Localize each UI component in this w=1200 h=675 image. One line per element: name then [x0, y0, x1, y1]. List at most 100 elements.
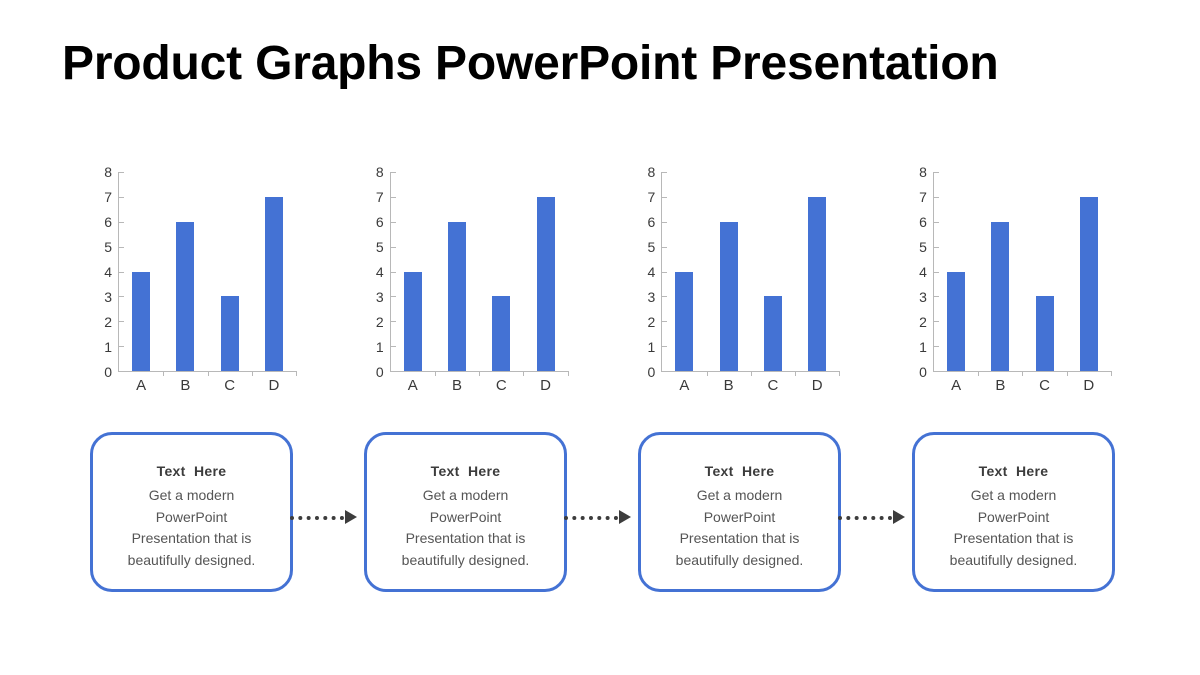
y-axis-3: 8 7 6 5 4 3 2 1 0	[633, 165, 656, 379]
y-tick-label: 8	[375, 164, 384, 180]
bar-d	[536, 196, 555, 371]
bar-slot	[1022, 172, 1066, 371]
chart-block-1: 8 7 6 5 4 3 2 1 0	[90, 165, 300, 407]
bar-slot	[252, 172, 296, 371]
y-tick-label: 3	[104, 289, 112, 305]
y-tick-label: 5	[919, 239, 927, 255]
bar-chart-3: 8 7 6 5 4 3 2 1 0	[633, 165, 843, 407]
card-body: Get a modern PowerPoint Presentation tha…	[401, 487, 530, 569]
bar-slot	[934, 172, 978, 371]
bar-slot	[435, 172, 479, 371]
x-axis-4: A B C D	[934, 378, 1111, 393]
x-tick-label: C	[767, 377, 779, 394]
bar-slot	[208, 172, 252, 371]
bar-series	[934, 172, 1111, 371]
y-tick-label: 0	[919, 364, 927, 380]
x-tick-label: D	[268, 377, 280, 394]
bar-a	[675, 271, 694, 371]
y-tick-label: 7	[104, 189, 112, 205]
y-tick-label: 6	[919, 214, 927, 230]
y-tick-label: 4	[104, 264, 112, 280]
bar-chart-4: 8 7 6 5 4 3 2 1 0	[905, 165, 1115, 407]
y-tick-label: 6	[647, 214, 656, 230]
x-tick-label: C	[224, 377, 236, 394]
bar-c	[492, 296, 511, 371]
y-tick-label: 2	[104, 314, 112, 330]
x-tick-label: A	[407, 377, 418, 394]
x-tick-label: A	[679, 377, 690, 394]
plot-area	[389, 172, 569, 376]
y-tick-label: 2	[647, 314, 656, 330]
y-tick-label: 0	[375, 364, 384, 380]
bar-b	[719, 221, 738, 371]
chart-block-4: 8 7 6 5 4 3 2 1 0	[905, 165, 1115, 407]
y-tick-label: 4	[647, 264, 656, 280]
bar-a	[132, 271, 151, 371]
x-tick-label: B	[452, 377, 463, 394]
text-card-3[interactable]: Text Here Get a modern PowerPoint Presen…	[638, 432, 841, 592]
arrow-shaft	[838, 516, 892, 520]
bar-slot	[978, 172, 1022, 371]
bar-series	[119, 172, 296, 371]
bar-slot	[662, 172, 706, 371]
y-tick-label: 1	[104, 339, 112, 355]
card-body: Get a modern PowerPoint Presentation tha…	[675, 487, 804, 569]
y-tick-label: 3	[647, 289, 656, 305]
arrow-shaft	[564, 516, 618, 520]
plot-area	[661, 172, 841, 376]
text-card-4[interactable]: Text Here Get a modern PowerPoint Presen…	[912, 432, 1115, 592]
x-tick-label: D	[811, 377, 823, 394]
bar-a	[947, 271, 966, 371]
card-body: Get a modern PowerPoint Presentation tha…	[949, 487, 1078, 569]
x-tick-label: A	[136, 377, 147, 394]
arrow-right-dotted-icon	[564, 510, 638, 524]
x-tick-label: B	[723, 377, 734, 394]
y-axis-2: 8 7 6 5 4 3 2 1 0	[362, 165, 384, 379]
bar-c	[220, 296, 239, 371]
arrow-head	[893, 510, 905, 524]
bar-d	[1079, 196, 1098, 371]
bar-slot	[1067, 172, 1111, 371]
bar-series	[391, 172, 568, 371]
card-body: Get a modern PowerPoint Presentation tha…	[127, 487, 256, 569]
bar-b	[448, 221, 467, 371]
bar-chart-2: 8 7 6 5 4 3 2 1 0	[362, 165, 572, 407]
card-title: Text Here	[704, 463, 775, 479]
y-tick-label: 5	[375, 239, 384, 255]
y-tick-label: 2	[375, 314, 384, 330]
page-title: Product Graphs PowerPoint Presentation	[62, 37, 999, 90]
text-card-1[interactable]: Text Here Get a modern PowerPoint Presen…	[90, 432, 293, 592]
bar-d	[808, 196, 827, 371]
x-tick-label: C	[1039, 377, 1051, 394]
plot-area	[118, 172, 297, 376]
y-tick-label: 7	[375, 189, 384, 205]
x-axis-2: A B C D	[391, 378, 568, 393]
y-tick-label: 7	[647, 189, 656, 205]
y-axis-4: 8 7 6 5 4 3 2 1 0	[905, 165, 927, 379]
charts-row: 8 7 6 5 4 3 2 1 0	[90, 165, 1115, 407]
bar-slot	[479, 172, 523, 371]
bar-a	[403, 271, 422, 371]
text-card-2[interactable]: Text Here Get a modern PowerPoint Presen…	[364, 432, 567, 592]
arrow-right-dotted-icon	[838, 510, 912, 524]
cards-row: Text Here Get a modern PowerPoint Presen…	[90, 432, 1116, 592]
bar-slot	[751, 172, 795, 371]
y-tick-label: 7	[919, 189, 927, 205]
y-tick-label: 3	[375, 289, 384, 305]
arrow-head	[619, 510, 631, 524]
card-title: Text Here	[978, 463, 1049, 479]
plot-area	[932, 172, 1112, 376]
y-tick-label: 6	[104, 214, 112, 230]
y-tick-label: 5	[104, 239, 112, 255]
bar-b	[176, 221, 195, 371]
x-tick-label: D	[1083, 377, 1095, 394]
bar-c	[1035, 296, 1054, 371]
y-tick-label: 8	[647, 164, 656, 180]
x-tick-label: B	[180, 377, 191, 394]
y-tick-label: 2	[919, 314, 927, 330]
y-tick-label: 3	[919, 289, 927, 305]
chart-block-3: 8 7 6 5 4 3 2 1 0	[633, 165, 843, 407]
y-tick-label: 1	[375, 339, 384, 355]
y-axis-1: 8 7 6 5 4 3 2 1 0	[90, 165, 112, 379]
bar-slot	[391, 172, 435, 371]
